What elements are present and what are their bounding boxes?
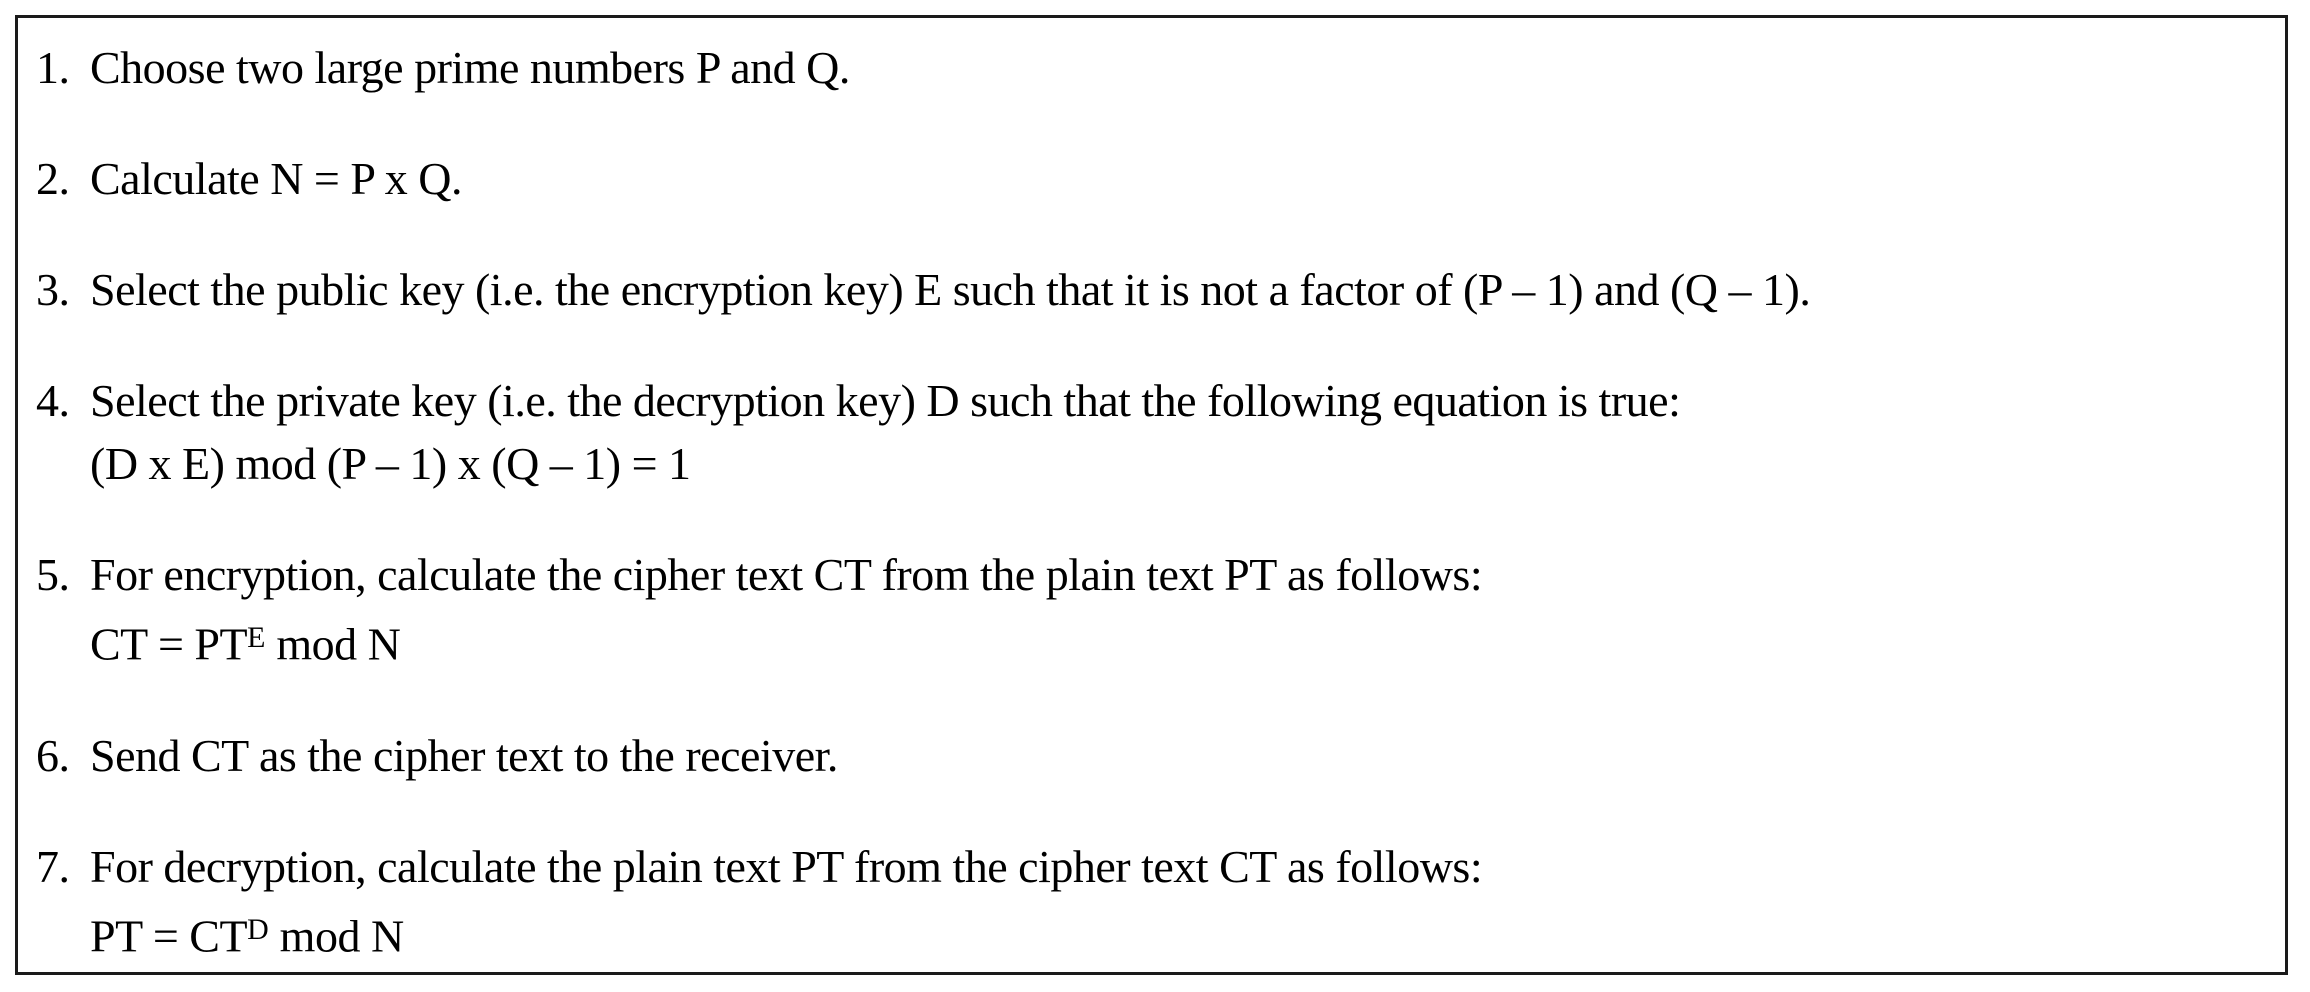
step-item-6: 6. Send CT as the cipher text to the rec… bbox=[36, 724, 2263, 787]
step-number: 3. bbox=[36, 264, 70, 315]
step-text: For encryption, calculate the cipher tex… bbox=[90, 549, 1483, 600]
step-equation: CT = PTE mod N bbox=[90, 606, 2263, 676]
step-number: 1. bbox=[36, 42, 70, 93]
step-text: For decryption, calculate the plain text… bbox=[90, 840, 1483, 892]
equation-text: mod N bbox=[268, 910, 405, 962]
step-item-1: 1. Choose two large prime numbers P and … bbox=[36, 36, 2263, 99]
step-number: 5. bbox=[36, 549, 70, 600]
step-equation: (D x E) mod (P – 1) x (Q – 1) = 1 bbox=[90, 432, 2263, 495]
rsa-algorithm-box: 1. Choose two large prime numbers P and … bbox=[15, 15, 2288, 975]
step-item-3: 3. Select the public key (i.e. the encry… bbox=[36, 258, 2263, 321]
equation-text: PT = CT bbox=[90, 910, 248, 962]
step-number: 6. bbox=[36, 729, 70, 781]
step-item-4: 4. Select the private key (i.e. the decr… bbox=[36, 369, 2263, 495]
step-item-7: 7. For decryption, calculate the plain t… bbox=[36, 835, 2263, 968]
equation-exponent: E bbox=[247, 621, 266, 654]
step-text: Calculate N = P x Q. bbox=[90, 153, 462, 204]
step-text: Select the public key (i.e. the encrypti… bbox=[90, 264, 1811, 315]
step-text: Send CT as the cipher text to the receiv… bbox=[90, 729, 838, 781]
step-equation: PT = CTD mod N bbox=[90, 898, 2263, 968]
step-number: 4. bbox=[36, 375, 70, 426]
step-item-5: 5. For encryption, calculate the cipher … bbox=[36, 543, 2263, 676]
step-text: Select the private key (i.e. the decrypt… bbox=[90, 375, 1681, 426]
step-number: 2. bbox=[36, 153, 70, 204]
step-number: 7. bbox=[36, 840, 70, 892]
step-item-2: 2. Calculate N = P x Q. bbox=[36, 147, 2263, 210]
step-text: Choose two large prime numbers P and Q. bbox=[90, 42, 850, 93]
equation-text: mod N bbox=[265, 618, 401, 670]
equation-exponent: D bbox=[247, 912, 269, 946]
equation-text: (D x E) mod (P – 1) x (Q – 1) = 1 bbox=[90, 438, 691, 489]
equation-text: CT = PT bbox=[90, 618, 248, 670]
